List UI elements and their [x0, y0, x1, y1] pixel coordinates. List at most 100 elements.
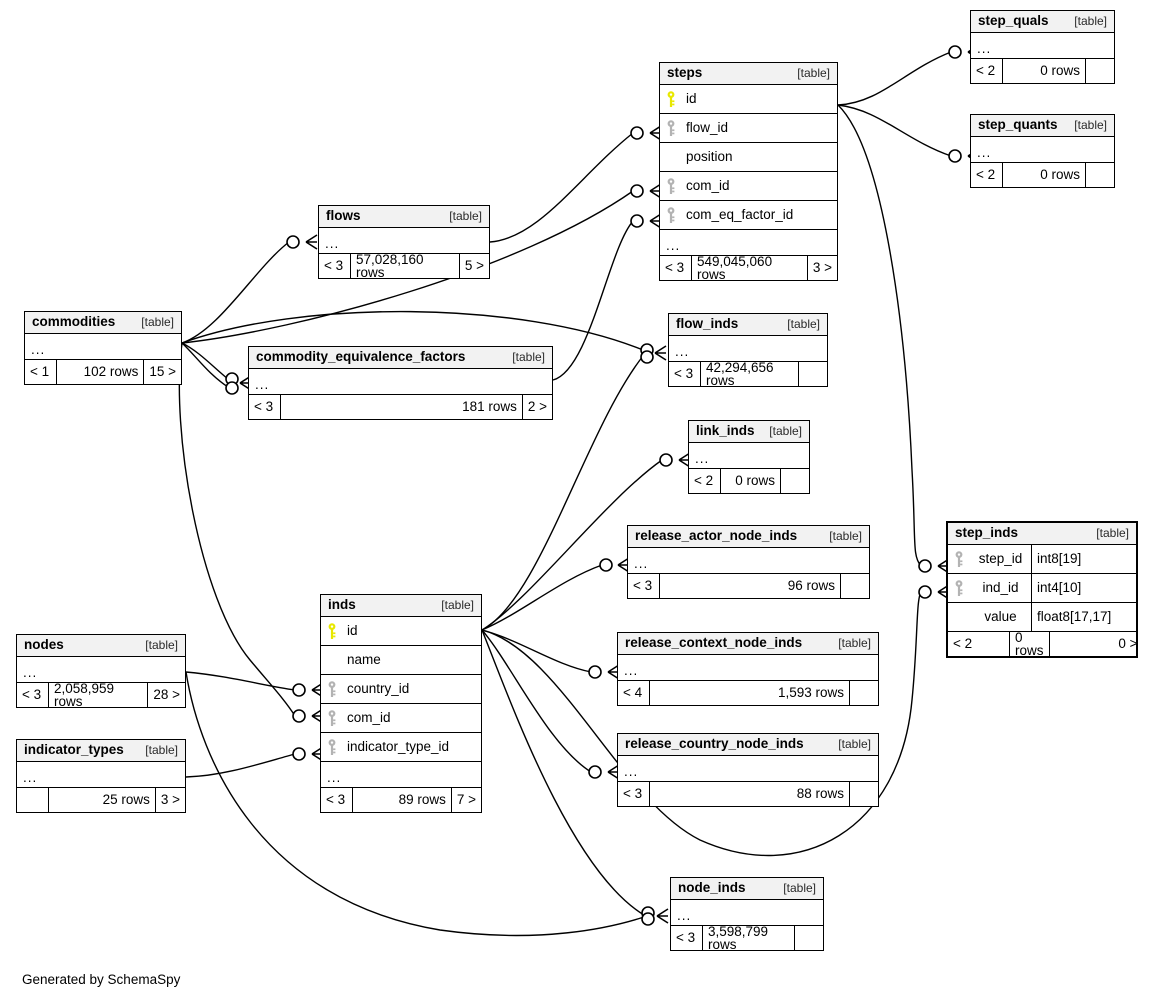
table-kind-badge: [table] — [449, 209, 482, 223]
key-icon-foreign — [321, 738, 343, 756]
table-kind-badge: [table] — [1074, 14, 1107, 28]
column-name: indicator_type_id — [347, 739, 450, 755]
more-columns-indicator[interactable]: ... — [671, 900, 823, 926]
footer-child-count — [781, 469, 809, 493]
footer-parent-count: < 3 — [660, 256, 692, 280]
table-node-steps[interactable]: steps[table] id flow_id position com_id com_e… — [659, 62, 838, 281]
more-columns-indicator[interactable]: ... — [689, 443, 809, 469]
table-header-inds[interactable]: inds[table] — [321, 595, 481, 617]
footer-parent-count: < 3 — [17, 683, 49, 707]
table-column-position[interactable]: position — [660, 143, 837, 172]
footer-row-count: 57,028,160 rows — [351, 252, 460, 279]
table-header-link_inds[interactable]: link_inds[table] — [689, 421, 809, 443]
table-node-commodity_equivalence_factors[interactable]: commodity_equivalence_factors[table]...<… — [248, 346, 553, 420]
more-columns-indicator[interactable]: ... — [17, 762, 185, 788]
more-columns-indicator[interactable]: ... — [971, 33, 1114, 59]
more-columns-indicator[interactable]: ... — [618, 756, 878, 782]
table-header-step_inds[interactable]: step_inds[table] — [948, 523, 1136, 545]
footer-child-count — [1086, 59, 1114, 83]
table-column-country_id[interactable]: country_id — [321, 675, 481, 704]
table-header-node_inds[interactable]: node_inds[table] — [671, 878, 823, 900]
more-columns-indicator[interactable]: ... — [249, 369, 552, 395]
table-column-step_id[interactable]: step_id int8[19] — [948, 545, 1136, 574]
table-header-commodities[interactable]: commodities[table] — [25, 312, 181, 334]
table-kind-badge: [table] — [512, 350, 545, 364]
footer-child-count — [1086, 163, 1114, 187]
more-columns-indicator[interactable]: ... — [628, 548, 869, 574]
table-kind-badge: [table] — [1074, 118, 1107, 132]
more-columns-indicator[interactable]: ... — [971, 137, 1114, 163]
column-name: com_id — [686, 178, 730, 194]
table-column-com_eq_factor_id[interactable]: com_eq_factor_id — [660, 201, 837, 230]
table-header-indicator_types[interactable]: indicator_types[table] — [17, 740, 185, 762]
table-title: step_inds — [955, 525, 1019, 541]
footer-child-count — [850, 782, 878, 806]
table-header-flows[interactable]: flows[table] — [319, 206, 489, 228]
more-columns-indicator[interactable]: ... — [17, 657, 185, 683]
table-header-steps[interactable]: steps[table] — [660, 63, 837, 85]
more-columns-indicator[interactable]: ... — [25, 334, 181, 360]
more-columns-indicator[interactable]: ... — [618, 655, 878, 681]
table-column-name[interactable]: name — [321, 646, 481, 675]
table-column-flow_id[interactable]: flow_id — [660, 114, 837, 143]
more-columns-indicator[interactable]: ... — [660, 230, 837, 256]
table-kind-badge: [table] — [787, 317, 820, 331]
table-header-flow_inds[interactable]: flow_inds[table] — [669, 314, 827, 336]
key-icon-foreign — [948, 550, 970, 568]
more-columns-indicator[interactable]: ... — [321, 762, 481, 788]
column-name: step_id — [978, 551, 1023, 567]
table-column-com_id[interactable]: com_id — [660, 172, 837, 201]
column-type: int8[19] — [1031, 545, 1136, 573]
table-column-indicator_type_id[interactable]: indicator_type_id — [321, 733, 481, 762]
table-header-step_quants[interactable]: step_quants[table] — [971, 115, 1114, 137]
table-header-release_actor_node_inds[interactable]: release_actor_node_inds[table] — [628, 526, 869, 548]
table-header-nodes[interactable]: nodes[table] — [17, 635, 185, 657]
table-column-id[interactable]: id — [660, 85, 837, 114]
table-title: node_inds — [678, 880, 746, 896]
footer-row-count: 3,598,799 rows — [703, 924, 795, 951]
column-name: id — [347, 623, 358, 639]
footer-row-count: 42,294,656 rows — [701, 360, 799, 387]
footer-parent-count: < 2 — [971, 163, 1003, 187]
table-kind-badge: [table] — [838, 737, 871, 751]
column-name: position — [686, 149, 733, 165]
more-columns-indicator[interactable]: ... — [319, 228, 489, 254]
more-columns-indicator[interactable]: ... — [669, 336, 827, 362]
footer-parent-count: < 3 — [249, 395, 281, 419]
table-column-id[interactable]: id — [321, 617, 481, 646]
key-icon-foreign — [321, 680, 343, 698]
table-header-commodity_equivalence_factors[interactable]: commodity_equivalence_factors[table] — [249, 347, 552, 369]
table-header-step_quals[interactable]: step_quals[table] — [971, 11, 1114, 33]
table-column-com_id[interactable]: com_id — [321, 704, 481, 733]
table-title: indicator_types — [24, 742, 124, 758]
footer-credit: Generated by SchemaSpy — [22, 972, 181, 987]
table-header-release_country_node_inds[interactable]: release_country_node_inds[table] — [618, 734, 878, 756]
table-header-release_context_node_inds[interactable]: release_context_node_inds[table] — [618, 633, 878, 655]
table-kind-badge: [table] — [769, 424, 802, 438]
column-name: id — [686, 91, 697, 107]
table-title: commodities — [32, 314, 116, 330]
footer-row-count: 88 rows — [650, 782, 850, 806]
